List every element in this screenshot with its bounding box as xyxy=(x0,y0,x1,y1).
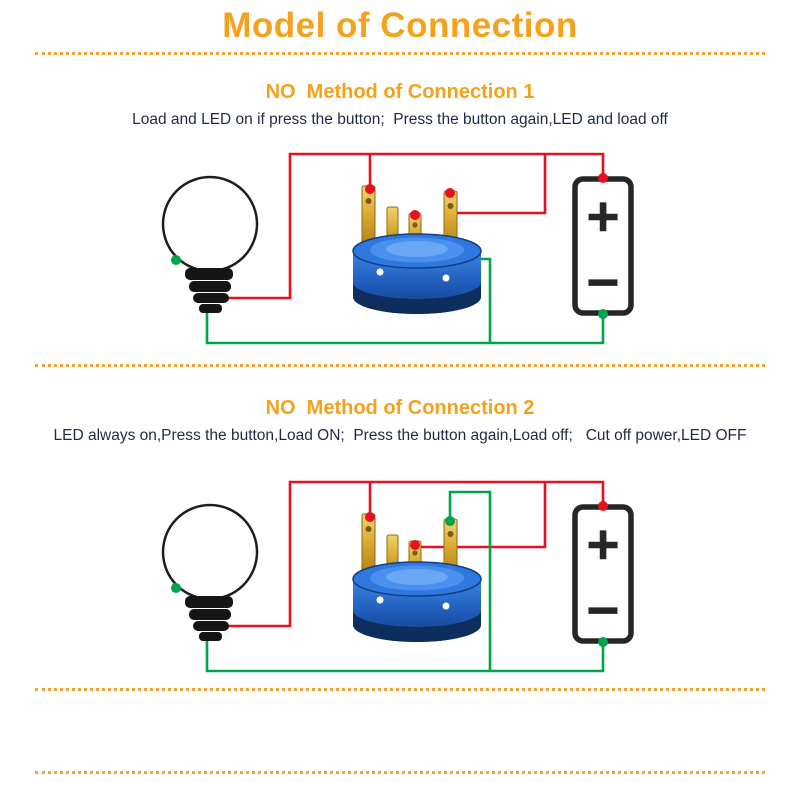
section-connection-method-2: NO Method of Connection 2 LED always on,… xyxy=(0,397,800,684)
terminal-dot-red xyxy=(365,184,375,194)
live-wire xyxy=(222,480,605,628)
live-wire-branch xyxy=(421,482,547,549)
terminal-dot-green xyxy=(445,516,455,526)
live-wire-branch xyxy=(457,154,547,215)
terminal-dot-green xyxy=(598,309,608,319)
live-wire xyxy=(222,152,605,300)
battery xyxy=(575,179,631,313)
section-heading: NO Method of Connection 2 xyxy=(265,397,535,419)
section-description: LED always on,Press the button,Load ON; … xyxy=(53,427,747,444)
wiring-diagram-1 xyxy=(161,152,800,345)
section-heading: NO Method of Connection 1 xyxy=(265,81,535,103)
light-bulb xyxy=(161,175,259,315)
push-button-switch xyxy=(352,513,482,643)
dotted-separator xyxy=(35,771,765,774)
terminal-dot-red xyxy=(445,188,455,198)
light-bulb xyxy=(161,503,259,643)
dotted-separator xyxy=(35,52,765,55)
terminal-dot-red xyxy=(598,173,608,183)
terminal-dot-green xyxy=(598,637,608,647)
terminal-dot-red xyxy=(410,210,420,220)
battery xyxy=(575,507,631,641)
dotted-separator xyxy=(35,688,765,691)
push-button-switch xyxy=(352,185,482,315)
section-connection-method-1: NO Method of Connection 1 Load and LED o… xyxy=(0,81,800,356)
dotted-separator xyxy=(35,364,765,367)
page-title: Model of Connection xyxy=(222,6,578,45)
terminal-dot-red xyxy=(410,540,420,550)
led-wire-branch xyxy=(481,257,492,343)
page: Model of Connection NO Method of Connect… xyxy=(0,6,800,806)
section-description: Load and LED on if press the button; Pre… xyxy=(132,111,668,128)
led-wire-branch xyxy=(448,490,492,671)
led-wire xyxy=(205,641,605,673)
terminal-dot-red xyxy=(598,501,608,511)
terminal-dot-red xyxy=(365,512,375,522)
terminal-dot-green xyxy=(171,255,181,265)
led-wire xyxy=(205,313,605,345)
terminal-dot-green xyxy=(171,583,181,593)
wiring-diagram-2 xyxy=(161,480,800,673)
